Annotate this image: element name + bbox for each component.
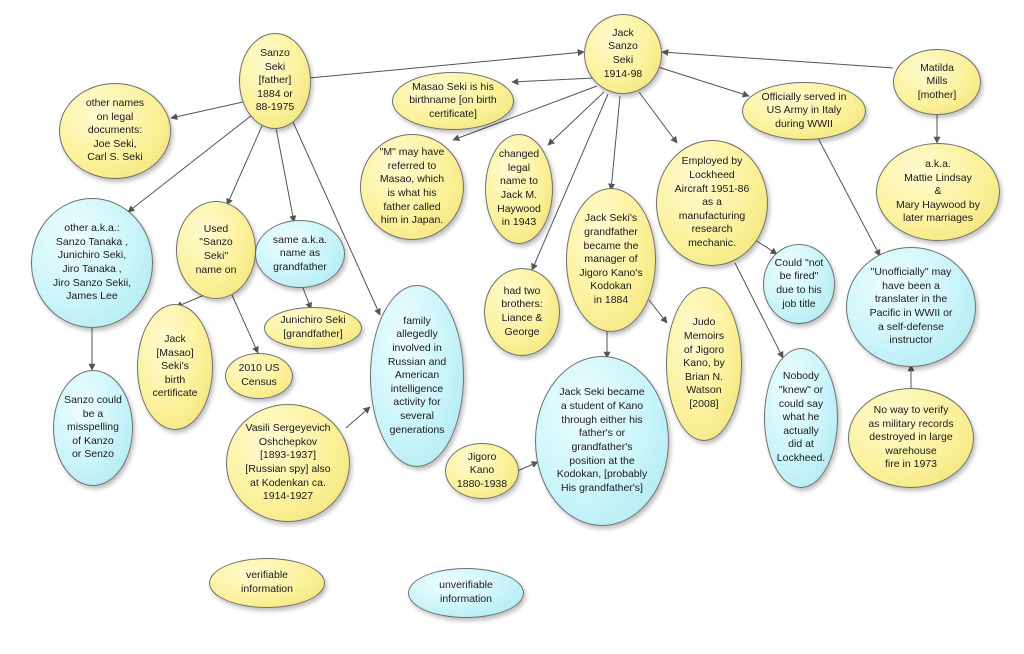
node-student-of-kano-text: Jack Seki became a student of Kano throu… <box>556 386 648 494</box>
legend-verifiable-text: verifiable information <box>241 569 293 595</box>
node-judo-memoirs: Judo Memoirs of Jigoro Kano, by Brian N.… <box>666 287 742 441</box>
edge-jack-masao <box>511 77 595 86</box>
node-used-sanzo-seki: Used "Sanzo Seki" name on <box>176 201 256 299</box>
node-us-army-italy-text: Officially served in US Army in Italy du… <box>761 90 847 130</box>
node-junichiro-seki: Junichiro Seki [grandfather] <box>264 307 362 349</box>
edge-sanzo-used <box>226 125 263 206</box>
node-two-brothers: had two brothers: Liance & George <box>484 268 560 356</box>
node-m-referred: "M" may have referred to Masao, which is… <box>360 134 464 240</box>
node-masao-birthname-text: Masao Seki is his birthname [on birth ce… <box>409 80 497 120</box>
node-family-intelligence: family allegedly involved in Russian and… <box>370 285 464 467</box>
node-grandfather-kodokan: Jack Seki's grandfather became the manag… <box>566 188 656 332</box>
node-changed-name: changed legal name to Jack M. Haywood in… <box>485 134 553 244</box>
node-m-referred-text: "M" may have referred to Masao, which is… <box>379 146 445 227</box>
node-nobody-knew-text: Nobody "knew" or could say what he actua… <box>776 370 826 465</box>
node-jigoro-kano-text: Jigoro Kano 1880-1938 <box>456 450 508 490</box>
node-misspelling-text: Sanzo could be a misspelling of Kanzo or… <box>64 393 122 461</box>
node-same-aka-grandfather: same a.k.a. name as grandfather <box>255 220 345 288</box>
node-masao-birthname: Masao Seki is his birthname [on birth ce… <box>392 72 514 130</box>
edge-jack-employed <box>638 91 678 144</box>
node-matilda-mills: Matilda Mills [mother] <box>893 49 981 115</box>
node-nobody-knew: Nobody "knew" or could say what he actua… <box>764 348 838 488</box>
node-changed-name-text: changed legal name to Jack M. Haywood in… <box>497 148 541 229</box>
node-jack-sanzo-seki: Jack Sanzo Seki 1914-98 <box>584 14 662 94</box>
edge-sameaka-junichiro <box>302 287 313 310</box>
edge-grandfather-judo <box>648 299 668 324</box>
node-sanzo-seki-father: Sanzo Seki [father] 1884 or 88-1975 <box>239 33 311 129</box>
node-other-names-text: other names on legal documents: Joe Seki… <box>85 96 145 164</box>
edge-matilda-jack <box>661 48 894 69</box>
edge-jack-army <box>657 66 750 98</box>
node-same-aka-grandfather-text: same a.k.a. name as grandfather <box>272 233 328 273</box>
node-grandfather-kodokan-text: Jack Seki's grandfather became the manag… <box>579 212 643 307</box>
edge-vasili-family <box>345 406 371 429</box>
node-aka-mattie: a.k.a. Mattie Lindsay & Mary Haywood by … <box>876 143 1000 241</box>
edge-sanzo-jack <box>308 49 585 79</box>
node-birth-certificate-text: Jack [Masao] Seki's birth certificate <box>152 332 198 400</box>
node-2010-census-text: 2010 US Census <box>238 362 280 388</box>
node-unofficially-text: "Unofficially" may have been a translate… <box>869 266 953 347</box>
node-not-fired: Could "not be fired" due to his job titl… <box>763 244 835 324</box>
edge-jack-brothers <box>531 93 609 271</box>
node-other-aka: other a.k.a.: Sanzo Tanaka , Junichiro S… <box>31 198 153 328</box>
legend-verifiable: verifiable information <box>209 558 325 608</box>
node-judo-memoirs-text: Judo Memoirs of Jigoro Kano, by Brian N.… <box>683 316 725 411</box>
edge-jack-mreferred <box>452 85 598 142</box>
node-other-names: other names on legal documents: Joe Seki… <box>59 83 171 179</box>
node-not-fired-text: Could "not be fired" due to his job titl… <box>774 256 824 310</box>
edge-jack-changed <box>547 91 605 146</box>
node-jack-sanzo-seki-text: Jack Sanzo Seki 1914-98 <box>603 26 643 80</box>
edge-used-census <box>231 294 259 354</box>
node-unofficially: "Unofficially" may have been a translate… <box>846 247 976 367</box>
node-other-aka-text: other a.k.a.: Sanzo Tanaka , Junichiro S… <box>52 222 132 303</box>
node-two-brothers-text: had two brothers: Liance & George <box>501 284 543 338</box>
node-misspelling: Sanzo could be a misspelling of Kanzo or… <box>53 370 133 486</box>
node-matilda-mills-text: Matilda Mills [mother] <box>917 61 957 101</box>
node-vasili-oshchepkov-text: Vasili Sergeyevich Oshchepkov [1893-1937… <box>245 422 331 503</box>
node-no-way-verify: No way to verify as military records des… <box>848 388 974 488</box>
edge-sanzo-sameaka <box>275 127 297 223</box>
node-2010-census: 2010 US Census <box>225 353 293 399</box>
node-student-of-kano: Jack Seki became a student of Kano throu… <box>535 356 669 526</box>
edge-employed-nobody <box>734 262 784 359</box>
legend-unverifiable-text: unverifiable information <box>439 579 493 605</box>
node-employed-lockheed: Employed by Lockheed Aircraft 1951-86 as… <box>656 140 768 266</box>
node-aka-mattie-text: a.k.a. Mattie Lindsay & Mary Haywood by … <box>895 157 981 225</box>
node-sanzo-seki-father-text: Sanzo Seki [father] 1884 or 88-1975 <box>255 46 295 114</box>
node-us-army-italy: Officially served in US Army in Italy du… <box>742 82 866 140</box>
node-employed-lockheed-text: Employed by Lockheed Aircraft 1951-86 as… <box>674 155 750 250</box>
node-birth-certificate: Jack [Masao] Seki's birth certificate <box>137 304 213 430</box>
node-no-way-verify-text: No way to verify as military records des… <box>868 403 954 471</box>
node-used-sanzo-seki-text: Used "Sanzo Seki" name on <box>195 222 237 276</box>
legend-unverifiable: unverifiable information <box>408 568 524 618</box>
node-family-intelligence-text: family allegedly involved in Russian and… <box>387 314 447 436</box>
edge-sanzo-family <box>292 121 381 316</box>
node-jigoro-kano: Jigoro Kano 1880-1938 <box>445 443 519 499</box>
edge-jack-grandfather <box>608 95 621 191</box>
edge-sanzo-othernames <box>170 99 253 121</box>
node-vasili-oshchepkov: Vasili Sergeyevich Oshchepkov [1893-1937… <box>226 404 350 522</box>
node-junichiro-seki-text: Junichiro Seki [grandfather] <box>280 314 346 340</box>
edge-sanzo-otheraka <box>127 114 253 213</box>
edge-army-unofficially <box>817 137 881 257</box>
